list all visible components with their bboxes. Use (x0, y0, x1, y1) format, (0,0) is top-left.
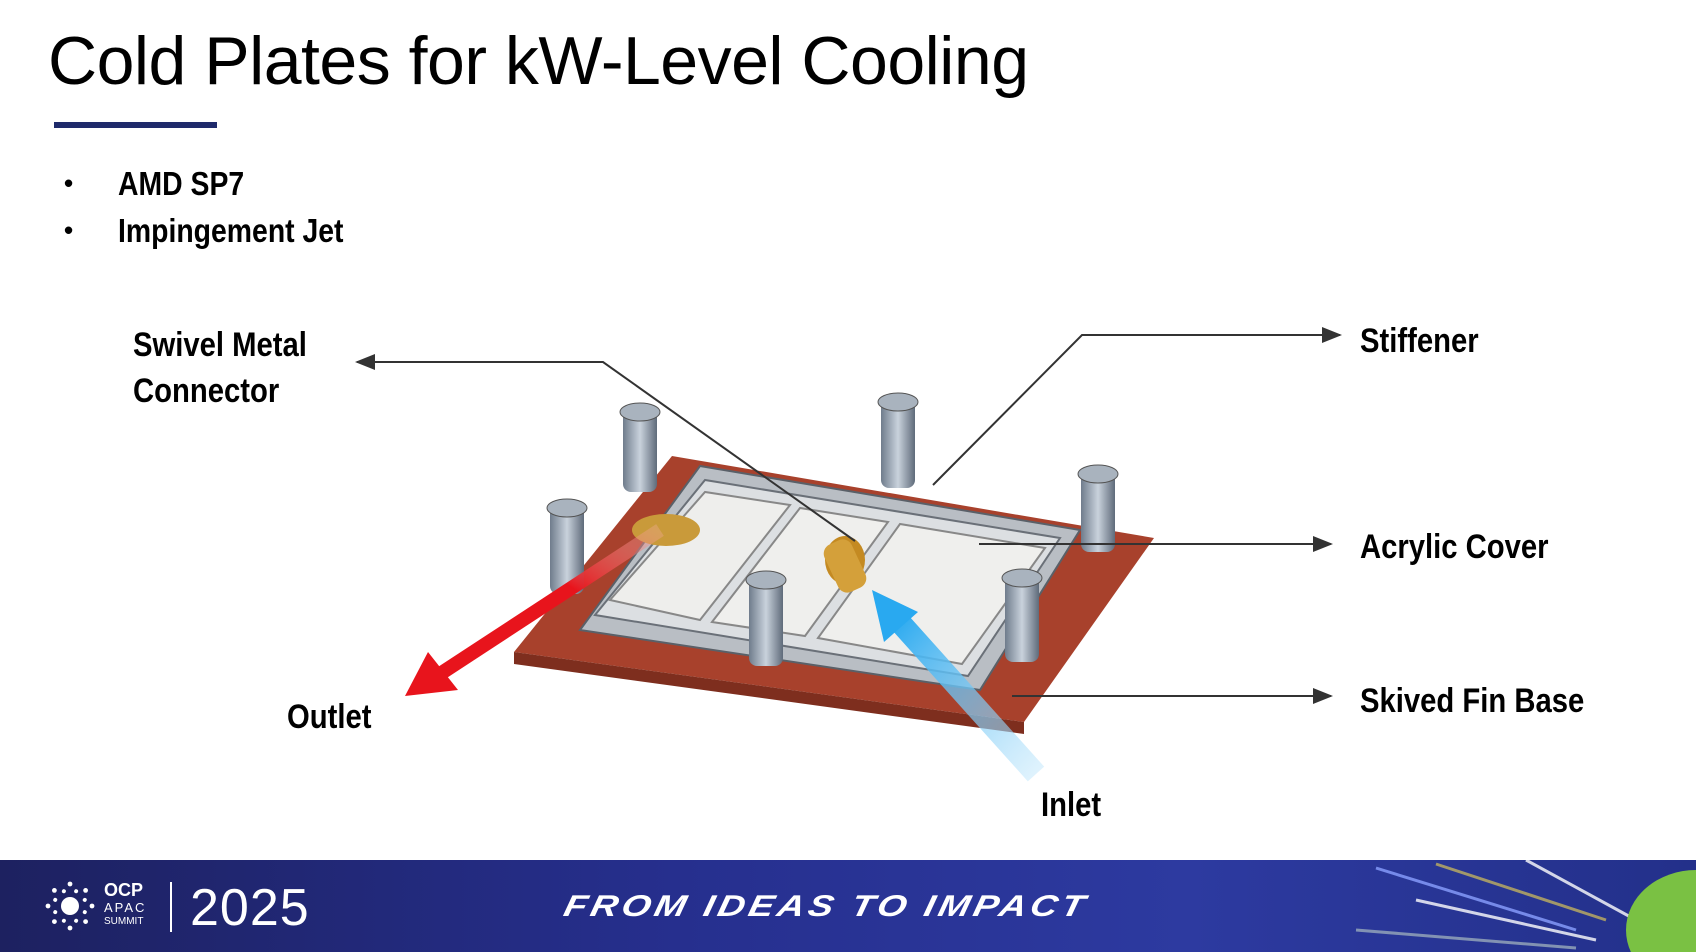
bullet-icon: • (64, 215, 74, 245)
decorative-rays (1355, 860, 1696, 952)
slide-title: Cold Plates for kW-Level Cooling (48, 23, 1029, 99)
logo-divider (170, 882, 172, 932)
logo-summit: SUMMIT (104, 916, 144, 927)
label-inlet: Inlet (1041, 786, 1102, 824)
ocp-logo-icon (45, 881, 95, 931)
label-line: Swivel Metal (133, 326, 307, 364)
bullet-item: • Impingement Jet (64, 207, 380, 254)
logo-apac: APAC (104, 900, 147, 915)
logo-year: 2025 (190, 879, 310, 937)
bullet-text: AMD SP7 (118, 164, 245, 202)
bullet-text: Impingement Jet (118, 211, 344, 249)
leader-lines (355, 327, 1342, 704)
outlet-arrow (405, 524, 664, 696)
bullet-icon: • (64, 168, 74, 198)
label-outlet: Outlet (287, 698, 372, 736)
footer-banner: OCP APAC SUMMIT 2025 FROM IDEAS TO IMPAC… (0, 860, 1696, 952)
bullet-item: • AMD SP7 (64, 160, 380, 207)
label-line: Connector (133, 372, 280, 410)
label-stiffener: Stiffener (1360, 322, 1479, 360)
footer-tagline: FROM IDEAS TO IMPACT (560, 890, 1092, 923)
inlet-arrow (872, 590, 1045, 782)
title-underline (54, 122, 217, 128)
label-skived-fin-base: Skived Fin Base (1360, 682, 1585, 720)
label-acrylic-cover: Acrylic Cover (1360, 528, 1549, 566)
bullet-list: • AMD SP7 • Impingement Jet (64, 160, 380, 254)
logo-ocp: OCP (104, 880, 144, 900)
screws (546, 392, 1119, 666)
